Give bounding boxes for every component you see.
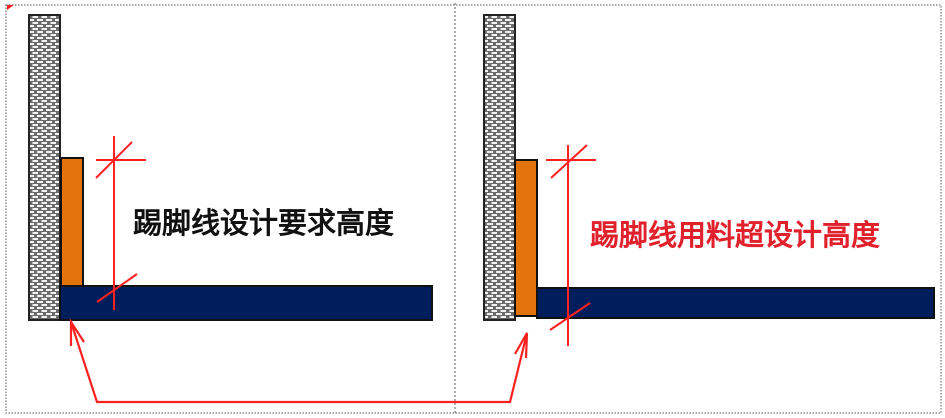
baseboard <box>60 157 84 288</box>
floor <box>536 287 935 319</box>
floor <box>59 285 433 321</box>
wall <box>28 14 61 321</box>
baseboard <box>514 159 538 317</box>
right-panel: 踢脚线用料超设计高度 <box>483 14 935 346</box>
dimension-line <box>95 136 146 310</box>
left-panel: 踢脚线设计要求高度 <box>28 14 433 321</box>
dimension-line <box>546 144 596 346</box>
excess-height-label: 踢脚线用料超设计高度 <box>590 218 880 252</box>
arrowhead-right-icon <box>514 332 529 359</box>
comparison-arrow <box>69 318 529 404</box>
wall <box>483 14 516 321</box>
design-height-label: 踢脚线设计要求高度 <box>133 206 394 240</box>
corner-mark <box>7 5 14 10</box>
arrowhead-left-icon <box>69 318 85 346</box>
outer-frame <box>5 4 942 414</box>
